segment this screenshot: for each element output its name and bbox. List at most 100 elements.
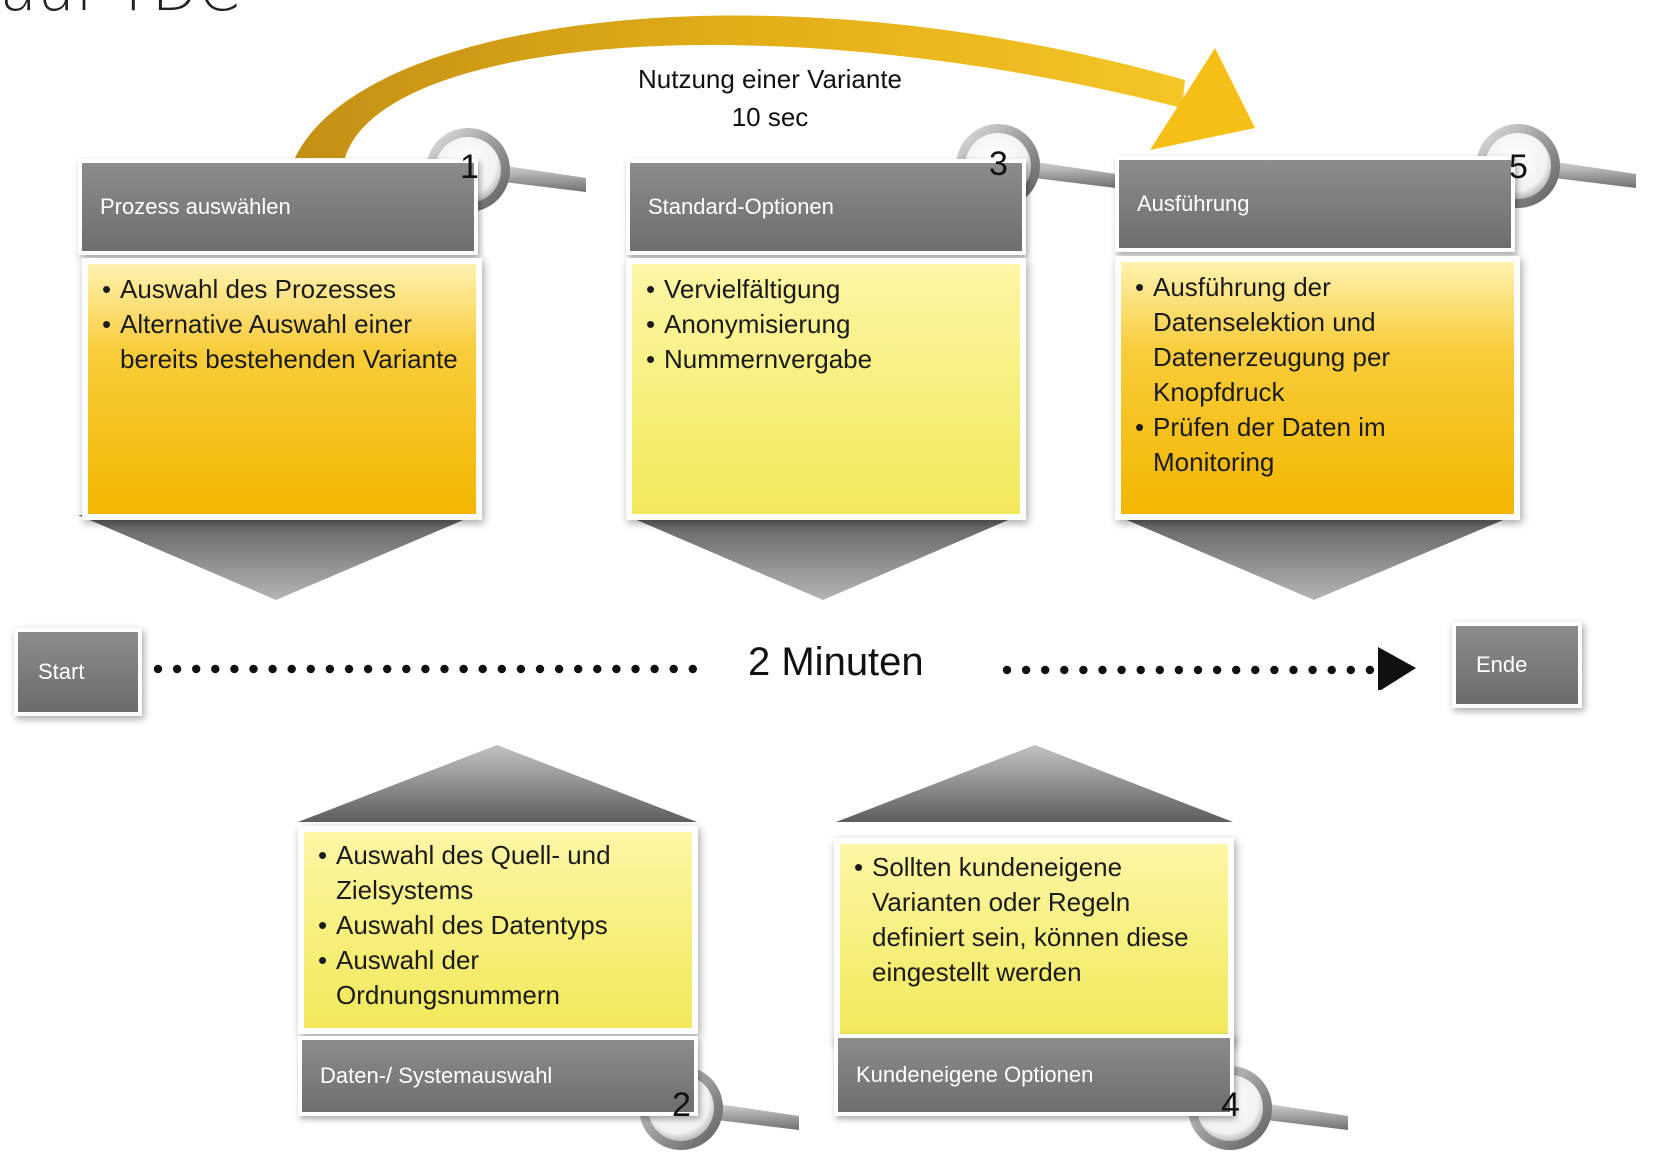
timeline-dot — [669, 664, 678, 674]
roof-step-2 — [298, 745, 697, 822]
step-4-bullet: Sollten kundeneigene Varianten oder Rege… — [852, 850, 1218, 990]
timeline-dot — [402, 664, 411, 674]
step-1-header: Prozess auswählen — [78, 159, 478, 255]
timeline-dot — [1289, 665, 1298, 675]
timeline-dot — [612, 664, 621, 674]
timeline-dot — [535, 664, 545, 674]
chevron-step-3 — [625, 515, 1020, 600]
step-5-number: 5 — [1509, 148, 1528, 186]
timeline-dot — [497, 664, 506, 674]
step-1-body: Auswahl des Prozesses Alternative Auswah… — [82, 258, 482, 520]
timeline-dot — [631, 664, 640, 674]
timeline-dot — [574, 664, 583, 674]
step-3-header-label: Standard-Optionen — [648, 194, 834, 219]
step-2-bullet: Auswahl der Ordnungsnummern — [316, 943, 682, 1013]
magnifier-handle — [1034, 162, 1116, 188]
step-1-number: 1 — [460, 148, 479, 186]
timeline-dot — [1212, 665, 1222, 675]
start-label: Start — [38, 659, 85, 684]
timeline-dot — [211, 664, 220, 674]
timeline-dot — [516, 664, 526, 674]
timeline-dot — [650, 664, 659, 674]
timeline-dot — [1098, 665, 1107, 675]
top-note: Nutzung einer Variante 10 sec — [585, 60, 955, 136]
step-4-header: Kundeneigene Optionen — [834, 1034, 1234, 1116]
timeline-dot — [688, 664, 697, 674]
timeline-dot — [1365, 665, 1375, 675]
end-box: Ende — [1452, 622, 1582, 708]
timeline-dot — [1270, 665, 1279, 675]
step-5-bullet: Ausführung der Datenselektion und Datene… — [1133, 270, 1504, 410]
step-3-header: Standard-Optionen — [626, 159, 1026, 255]
page-title: auf TDC — [0, 0, 240, 20]
step-2-header-label: Daten-/ Systemauswahl — [320, 1063, 553, 1088]
timeline-dot — [249, 664, 258, 674]
step-1-header-label: Prozess auswählen — [100, 194, 291, 219]
step-4-header-label: Kundeneigene Optionen — [856, 1062, 1094, 1087]
timeline-dot — [478, 664, 487, 674]
step-2-bullet: Auswahl des Quell- und Zielsystems — [316, 838, 682, 908]
chevron-step-5 — [1115, 515, 1515, 600]
timeline-dot — [459, 664, 468, 674]
timeline-dot — [268, 664, 277, 674]
timeline-dot — [1346, 665, 1356, 675]
timeline-dot — [421, 664, 430, 674]
timeline-dot — [1079, 665, 1088, 675]
magnifier-handle — [1266, 1104, 1348, 1130]
timeline-dot — [383, 664, 392, 674]
step-4-body: Sollten kundeneigene Varianten oder Rege… — [834, 838, 1234, 1044]
arc-arrow — [295, 15, 1255, 158]
timeline-dot — [287, 664, 296, 674]
timeline-dot — [153, 664, 163, 674]
step-3-bullet: Anonymisierung — [644, 307, 1010, 342]
step-2-body: Auswahl des Quell- und Zielsystems Auswa… — [298, 826, 698, 1034]
timeline-dots-left — [153, 664, 697, 674]
magnifier-handle — [504, 166, 586, 192]
timeline-dot — [363, 664, 373, 674]
step-3-number: 3 — [989, 145, 1008, 183]
top-note-line2: 10 sec — [731, 102, 809, 132]
step-4-number: 4 — [1221, 1086, 1240, 1124]
step-2-number: 2 — [672, 1086, 691, 1124]
timeline-dot — [554, 664, 564, 674]
timeline-dot — [440, 664, 449, 674]
start-box: Start — [14, 628, 142, 716]
step-5-body: Ausführung der Datenselektion und Datene… — [1115, 256, 1520, 520]
timeline-dot — [1002, 665, 1012, 675]
timeline-dot — [192, 664, 201, 674]
timeline-dot — [1232, 665, 1241, 675]
timeline-dot — [1193, 665, 1203, 675]
top-note-line1: Nutzung einer Variante — [637, 64, 902, 94]
timeline-dot — [1327, 665, 1336, 675]
timeline-dots-right — [1002, 665, 1375, 675]
step-3-body: Vervielfältigung Anonymisierung Nummernv… — [626, 258, 1026, 520]
chevron-step-1 — [78, 515, 475, 600]
roof-step-4 — [836, 745, 1233, 822]
timeline-dot — [1117, 665, 1126, 675]
duration-label: 2 Minuten — [748, 640, 924, 684]
step-3-bullet: Vervielfältigung — [644, 272, 1010, 307]
step-5-bullet: Prüfen der Daten im Monitoring — [1133, 410, 1504, 480]
step-5-header-label: Ausführung — [1137, 191, 1250, 216]
timeline-dot — [1174, 665, 1184, 675]
timeline-dot — [1251, 665, 1260, 675]
step-3-bullet: Nummernvergabe — [644, 342, 1010, 377]
magnifier-handle — [1554, 162, 1636, 188]
step-1-bullet: Auswahl des Prozesses — [100, 272, 466, 307]
timeline-dot — [1308, 665, 1317, 675]
timeline-dot — [1060, 665, 1069, 675]
timeline-dot — [230, 664, 239, 674]
magnifier-handle — [717, 1104, 799, 1130]
step-2-bullet: Auswahl des Datentyps — [316, 908, 682, 943]
timeline-dot — [593, 664, 602, 674]
step-2-header: Daten-/ Systemauswahl — [298, 1036, 698, 1116]
timeline-dot — [172, 664, 182, 674]
timeline-dot — [306, 664, 315, 674]
timeline-dot — [1021, 665, 1031, 675]
timeline-dot — [325, 664, 335, 674]
timeline-dot — [1155, 665, 1165, 675]
end-label: Ende — [1476, 652, 1528, 677]
step-5-header: Ausführung — [1115, 156, 1515, 252]
step-1-bullet: Alternative Auswahl einer bereits besteh… — [100, 307, 466, 377]
timeline-dot — [1041, 665, 1050, 675]
